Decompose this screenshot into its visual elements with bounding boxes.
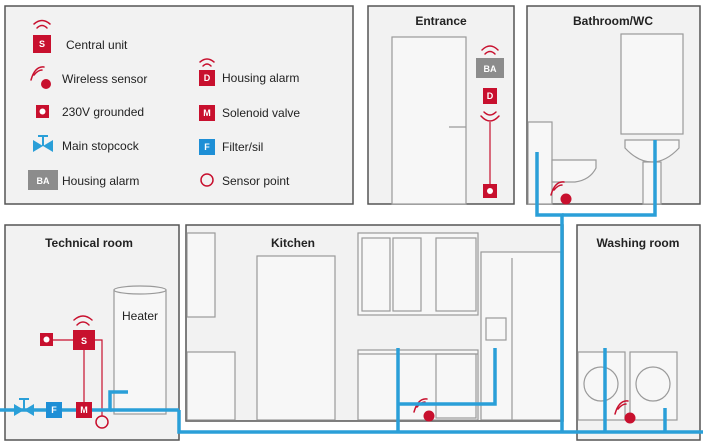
bathroom-title: Bathroom/WC xyxy=(573,14,653,28)
kitchen-title: Kitchen xyxy=(271,236,315,250)
technical-sensor-point xyxy=(95,415,109,429)
room-kitchen: Kitchen xyxy=(185,224,564,422)
d-badge: D xyxy=(204,73,211,83)
legend-label-central-unit: Central unit xyxy=(66,38,128,52)
bathroom-wireless-sensor-icon xyxy=(560,193,572,205)
legend-label-housing-alarm-d: Housing alarm xyxy=(222,71,299,85)
f-badge: F xyxy=(204,142,210,152)
entrance-d-badge: D xyxy=(487,91,494,101)
washing-wireless-sensor-icon xyxy=(624,412,636,424)
stopcock-icon xyxy=(33,135,53,152)
room-bathroom: Bathroom/WC xyxy=(526,5,701,205)
filter-unit: F xyxy=(46,402,62,418)
wireless-sensor-icon xyxy=(30,66,51,89)
toilet-cistern xyxy=(527,121,553,205)
legend-label-stopcock: Main stopcock xyxy=(62,139,140,153)
legend-label-wireless-sensor: Wireless sensor xyxy=(62,72,147,86)
central-unit-icon: S xyxy=(33,19,51,53)
toilet-bowl xyxy=(551,159,597,183)
entrance-door xyxy=(391,36,467,205)
kitchen-tall-cabinet xyxy=(186,232,216,318)
legend-label-housing-alarm-ba: Housing alarm xyxy=(62,174,139,188)
refrigerator xyxy=(480,251,562,421)
entrance-title: Entrance xyxy=(415,14,467,28)
ba-badge: BA xyxy=(37,176,50,186)
legend-label-230v: 230V grounded xyxy=(62,105,144,119)
entrance-ba-unit: BA xyxy=(476,45,504,78)
washing-machine-2 xyxy=(629,351,678,421)
grounded-outlet-icon xyxy=(36,105,49,118)
heater-label: Heater xyxy=(122,309,158,323)
legend-label-sensor-point: Sensor point xyxy=(222,174,290,188)
upper-cabinets xyxy=(357,232,479,316)
sensor-point-icon xyxy=(200,173,214,187)
legend-panel: S Central unit Wireless sensor 230V grou… xyxy=(4,5,354,205)
kitchen-counter xyxy=(357,349,479,421)
water-pipes xyxy=(0,140,703,434)
technical-m-badge: M xyxy=(80,405,88,415)
housing-alarm-d-icon: D xyxy=(199,58,215,86)
central-unit-badge: S xyxy=(39,39,45,49)
solenoid-valve-unit: M xyxy=(76,402,92,418)
technical-central-unit: S xyxy=(73,315,95,350)
technical-f-badge: F xyxy=(51,405,57,415)
washing-title: Washing room xyxy=(597,236,680,250)
technical-title: Technical room xyxy=(45,236,133,250)
main-stopcock-icon xyxy=(14,398,34,416)
kitchen-door xyxy=(256,255,336,421)
legend-box xyxy=(4,5,354,205)
basin-pedestal xyxy=(642,161,662,205)
solenoid-valve-icon: M xyxy=(199,105,215,121)
filter-icon: F xyxy=(199,139,215,155)
room-entrance: Entrance BA D xyxy=(367,5,515,205)
kitchen-wireless-sensor-icon xyxy=(423,410,435,422)
technical-s-badge: S xyxy=(81,336,87,346)
kitchen-low-cabinet xyxy=(186,351,236,421)
bathroom-mirror xyxy=(620,33,684,135)
bathroom-sensor-wave xyxy=(553,184,563,191)
entrance-ba-badge: BA xyxy=(484,64,497,74)
housing-alarm-ba-icon: BA xyxy=(28,170,58,190)
room-washing: Washing room xyxy=(576,224,701,441)
legend-label-solenoid: Solenoid valve xyxy=(222,106,300,120)
m-badge: M xyxy=(203,108,211,118)
entrance-d-unit: D xyxy=(480,88,500,122)
legend-label-filter: Filter/sil xyxy=(222,140,263,154)
